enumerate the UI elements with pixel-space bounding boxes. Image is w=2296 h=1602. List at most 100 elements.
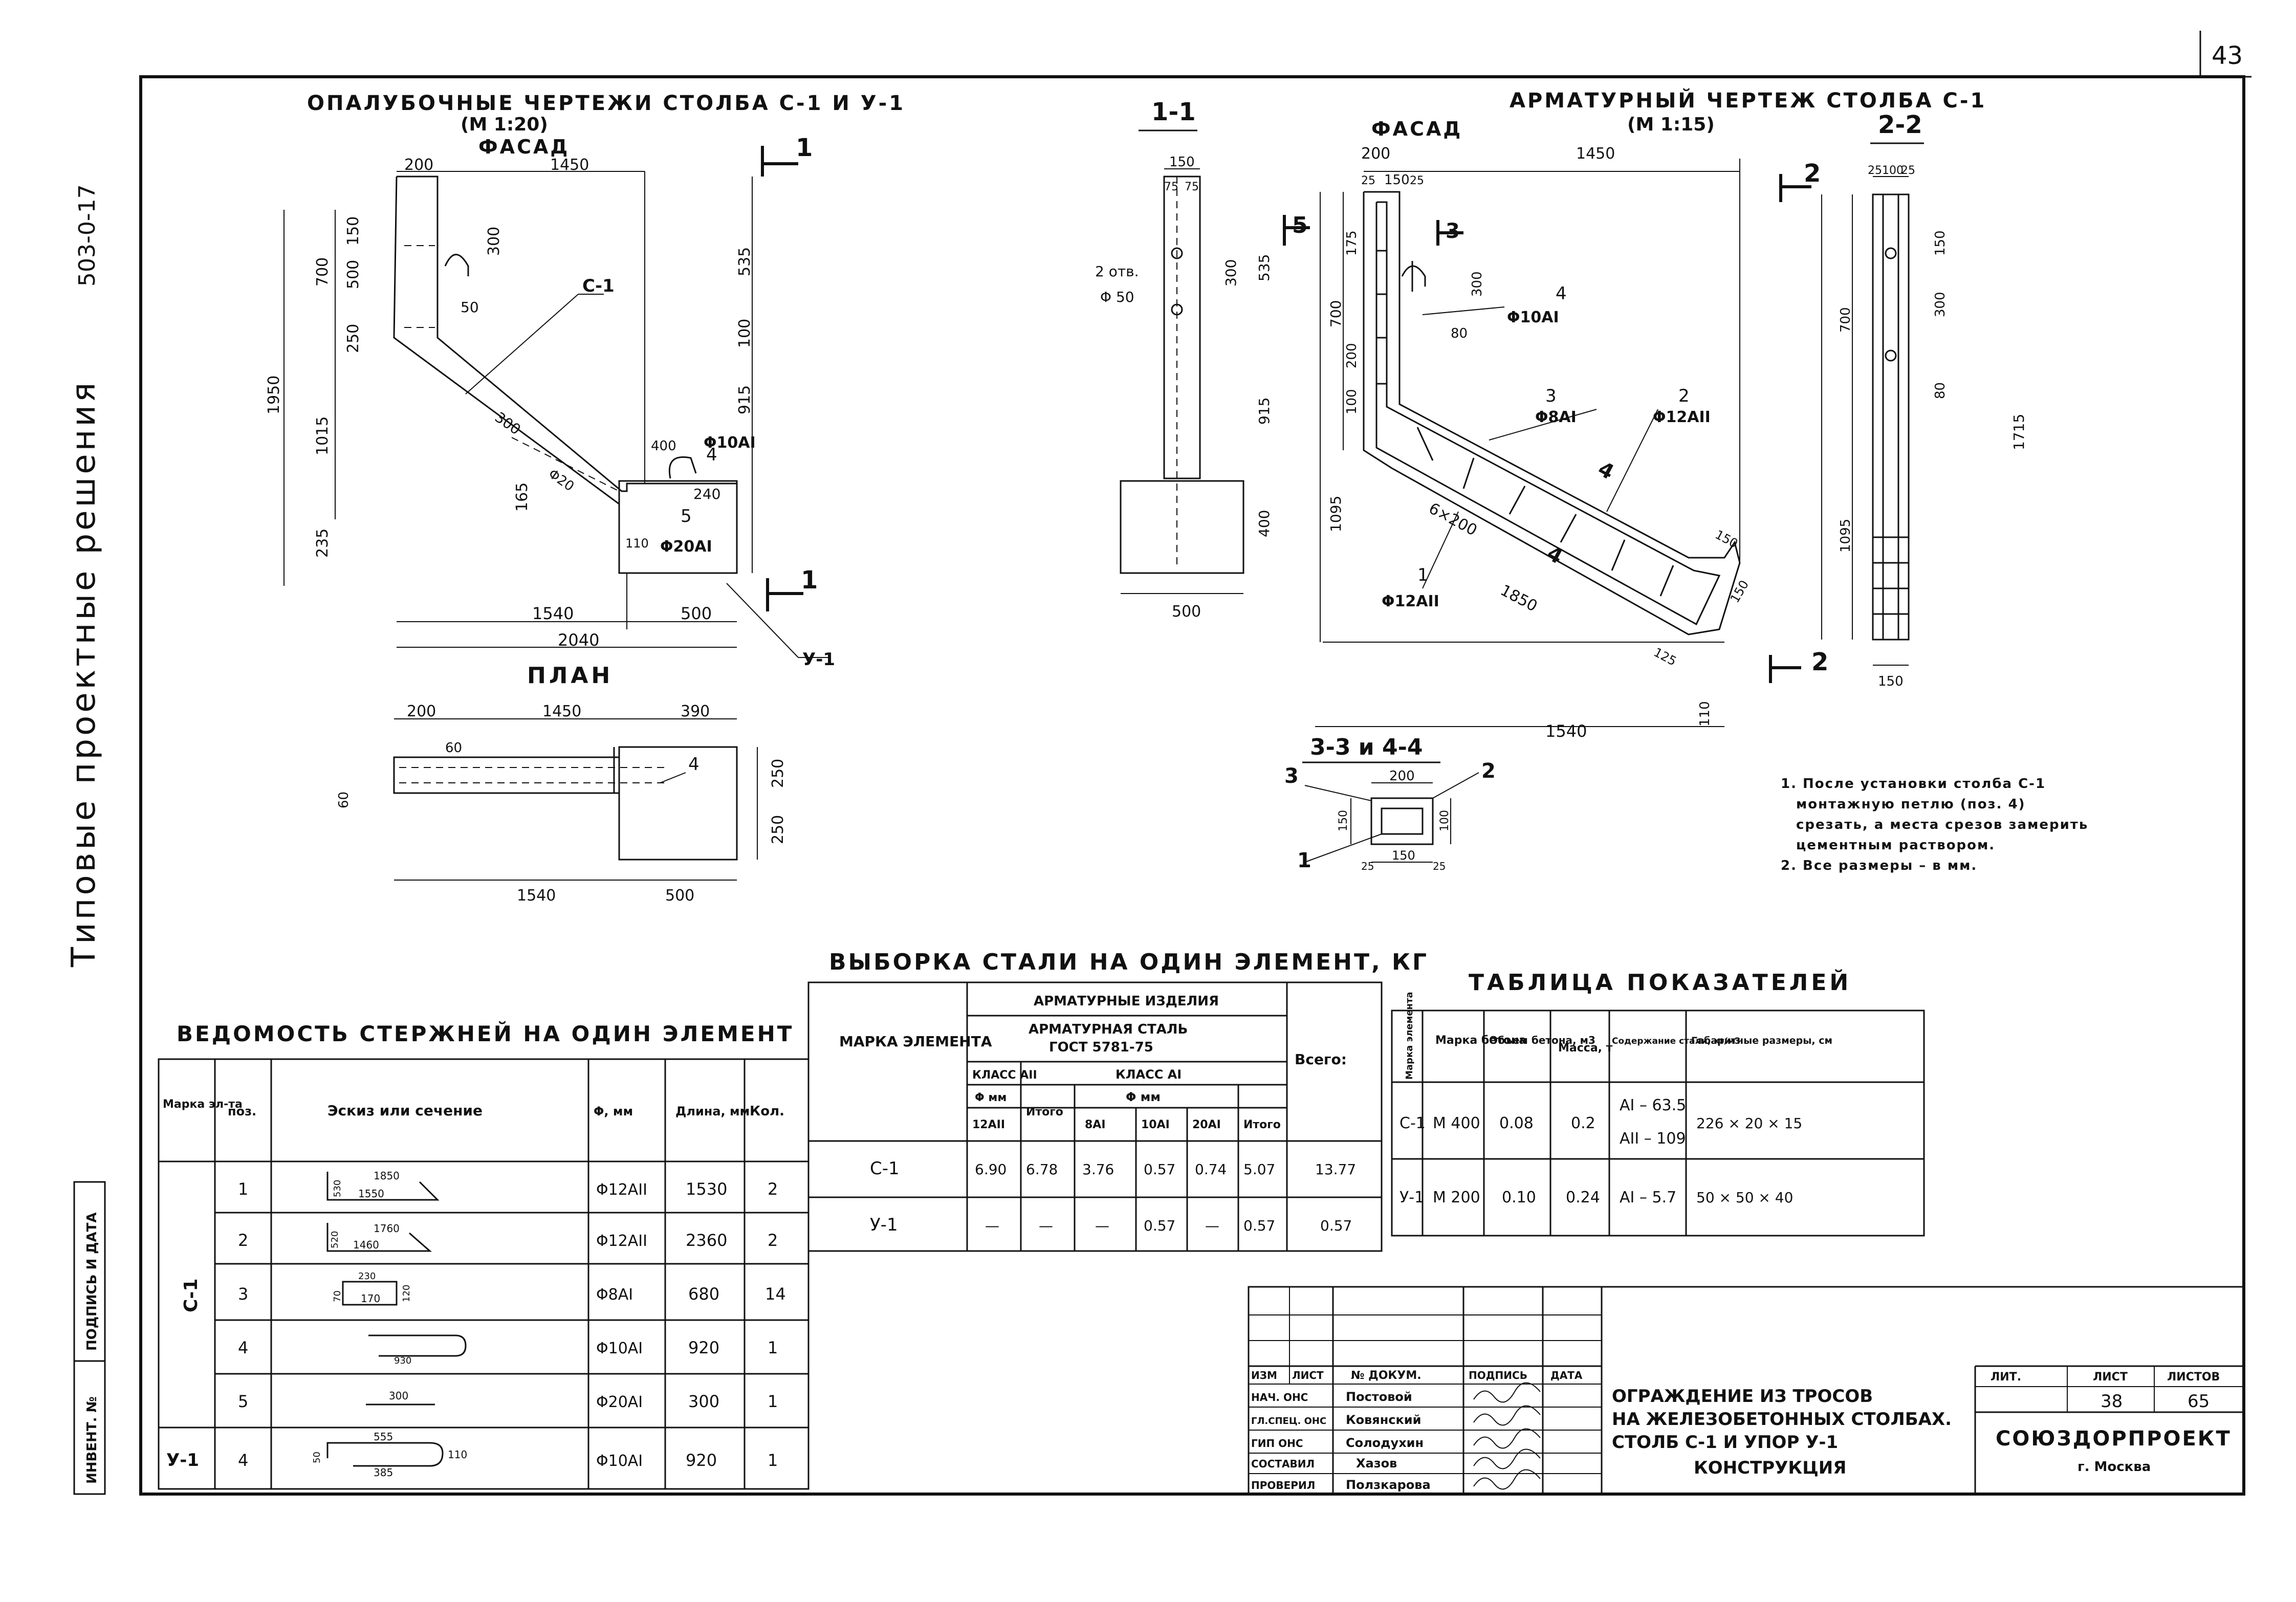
- svg-text:У-1: У-1: [1400, 1189, 1424, 1206]
- svg-text:Габаритные размеры, см: Габаритные размеры, см: [1691, 1035, 1832, 1046]
- svg-text:Длина, мм: Длина, мм: [675, 1104, 750, 1118]
- sheets-total: 65: [2188, 1391, 2210, 1412]
- svg-text:200: 200: [1361, 145, 1390, 163]
- svg-text:915: 915: [736, 385, 754, 414]
- callout-u1: У-1: [802, 649, 835, 670]
- svg-text:50: 50: [312, 1452, 322, 1463]
- svg-text:400: 400: [1256, 510, 1273, 537]
- side-stamp-box: [73, 1181, 106, 1495]
- section-1-1-title: 1-1: [1151, 98, 1196, 126]
- svg-text:300: 300: [485, 227, 503, 256]
- page-number: 43: [2212, 41, 2243, 70]
- svg-text:8AI: 8AI: [1085, 1118, 1106, 1131]
- base-u1-outline: [618, 480, 738, 574]
- svg-text:1: 1: [801, 566, 818, 595]
- svg-text:100: 100: [736, 319, 754, 348]
- svg-text:390: 390: [681, 703, 710, 720]
- svg-text:Ползкарова: Ползкарова: [1346, 1478, 1431, 1492]
- section-2-2: 2-2 25 100 25 700 150 300 80 1095 1715 1…: [1769, 111, 2027, 689]
- svg-text:0.2: 0.2: [1571, 1114, 1595, 1132]
- mounting-loop: [444, 254, 469, 276]
- svg-text:СОСТАВИЛ: СОСТАВИЛ: [1251, 1458, 1315, 1470]
- svg-text:1715: 1715: [2010, 414, 2027, 450]
- svg-text:1095: 1095: [1838, 519, 1853, 553]
- svg-text:ПОДПИСЬ: ПОДПИСЬ: [1469, 1369, 1527, 1381]
- svg-text:13.77: 13.77: [1315, 1161, 1356, 1178]
- svg-text:6×200: 6×200: [1426, 499, 1480, 540]
- svg-text:МАРКА ЭЛЕМЕНТА: МАРКА ЭЛЕМЕНТА: [839, 1033, 992, 1050]
- svg-text:2040: 2040: [558, 630, 599, 650]
- svg-text:230: 230: [358, 1271, 376, 1282]
- svg-text:Φ, мм: Φ, мм: [594, 1104, 633, 1118]
- svg-text:Итого: Итого: [1026, 1106, 1063, 1118]
- svg-text:4: 4: [706, 445, 717, 465]
- title-line-3: СТОЛБ С-1 И УПОР У-1: [1612, 1432, 1838, 1453]
- svg-text:200: 200: [407, 703, 436, 720]
- svg-text:—: —: [1039, 1217, 1053, 1234]
- svg-text:150: 150: [1392, 848, 1415, 863]
- svg-text:150: 150: [1933, 230, 1948, 256]
- indicators-table: ТАБЛИЦА ПОКАЗАТЕЛЕЙ Марка элемента Марка…: [1391, 969, 1925, 1237]
- svg-text:4: 4: [1556, 283, 1567, 304]
- svg-text:1: 1: [1417, 565, 1429, 585]
- notes-block: 1. После установки столба С-1 монтажную …: [1781, 776, 2087, 873]
- section-3-3-4-4: 3-3 и 4-4 200 150 25 25 150 100 3 1 2: [1284, 734, 1496, 872]
- svg-text:0.57: 0.57: [1320, 1217, 1352, 1234]
- svg-text:Φ10AI: Φ10AI: [596, 1340, 643, 1357]
- note-line: 2. Все размеры – в мм.: [1781, 858, 1977, 873]
- svg-text:930: 930: [394, 1355, 411, 1366]
- callout-pos5-rebar: Φ20AI: [660, 538, 712, 556]
- svg-text:1850: 1850: [1497, 581, 1540, 616]
- svg-text:Объем бетона, м3: Объем бетона, м3: [1489, 1034, 1595, 1046]
- svg-text:1450: 1450: [542, 703, 581, 720]
- svg-text:С-1: С-1: [1400, 1114, 1426, 1132]
- svg-text:235: 235: [314, 529, 332, 558]
- svg-text:1950: 1950: [265, 376, 283, 414]
- note-line: 1. После установки столба С-1: [1781, 776, 2046, 792]
- svg-text:ДАТА: ДАТА: [1550, 1369, 1583, 1381]
- title-line-2: НА ЖЕЛЕЗОБЕТОННЫХ СТОЛБАХ.: [1612, 1409, 1952, 1430]
- svg-text:0.74: 0.74: [1195, 1161, 1227, 1178]
- svg-text:250: 250: [769, 815, 787, 844]
- svg-text:АРМАТУРНЫЕ ИЗДЕЛИЯ: АРМАТУРНЫЕ ИЗДЕЛИЯ: [1034, 994, 1219, 1009]
- side-stamp-inv: ИНВЕНТ. №: [84, 1396, 100, 1484]
- reinf-post-outline: [1363, 191, 1741, 635]
- svg-text:Масса, т: Масса, т: [1558, 1042, 1613, 1055]
- svg-text:70: 70: [332, 1290, 343, 1302]
- svg-text:М 400: М 400: [1433, 1114, 1480, 1132]
- bars-mark-c1: С-1: [181, 1279, 202, 1312]
- section-2-2-title: 2-2: [1878, 111, 1922, 139]
- svg-text:4: 4: [1594, 457, 1617, 485]
- svg-text:1: 1: [1297, 849, 1311, 872]
- svg-text:200: 200: [404, 156, 433, 174]
- svg-text:0.10: 0.10: [1502, 1189, 1536, 1206]
- svg-text:520: 520: [330, 1231, 340, 1248]
- pipe-dashed: [511, 437, 620, 492]
- reinf-title: АРМАТУРНЫЙ ЧЕРТЕЖ СТОЛБА С-1: [1510, 88, 1986, 113]
- svg-text:—: —: [985, 1217, 999, 1234]
- svg-text:АРМАТУРНАЯ СТАЛЬ: АРМАТУРНАЯ СТАЛЬ: [1029, 1022, 1188, 1037]
- svg-text:1540: 1540: [532, 604, 574, 623]
- svg-text:Всего:: Всего:: [1295, 1051, 1347, 1068]
- section-1-1: 1-1 150 75 75 535 300 915 400 500 2 отв.…: [1095, 98, 1310, 621]
- svg-text:80: 80: [1451, 326, 1468, 341]
- bars-table-title: ВЕДОМОСТЬ СТЕРЖНЕЙ НА ОДИН ЭЛЕМЕНТ: [177, 1021, 794, 1046]
- svg-text:Φ10AI: Φ10AI: [596, 1452, 643, 1470]
- svg-text:0.24: 0.24: [1566, 1189, 1600, 1206]
- svg-text:поз.: поз.: [228, 1104, 256, 1118]
- svg-text:100: 100: [1344, 389, 1360, 414]
- svg-text:25: 25: [1410, 174, 1424, 187]
- svg-text:Φ8AI: Φ8AI: [596, 1286, 633, 1304]
- svg-text:915: 915: [1256, 398, 1273, 425]
- organization: СОЮЗДОРПРОЕКТ: [1996, 1427, 2232, 1451]
- svg-text:5.07: 5.07: [1243, 1161, 1275, 1178]
- svg-text:150: 150: [1728, 578, 1752, 605]
- holes-label: 2 отв.: [1095, 263, 1139, 280]
- city: г. Москва: [2078, 1459, 2151, 1475]
- svg-text:2: 2: [1481, 759, 1496, 783]
- svg-text:1: 1: [238, 1179, 248, 1199]
- svg-text:920: 920: [686, 1451, 717, 1470]
- svg-text:150: 150: [344, 216, 362, 246]
- svg-text:170: 170: [361, 1292, 380, 1305]
- svg-text:ЛИТ.: ЛИТ.: [1991, 1371, 2021, 1384]
